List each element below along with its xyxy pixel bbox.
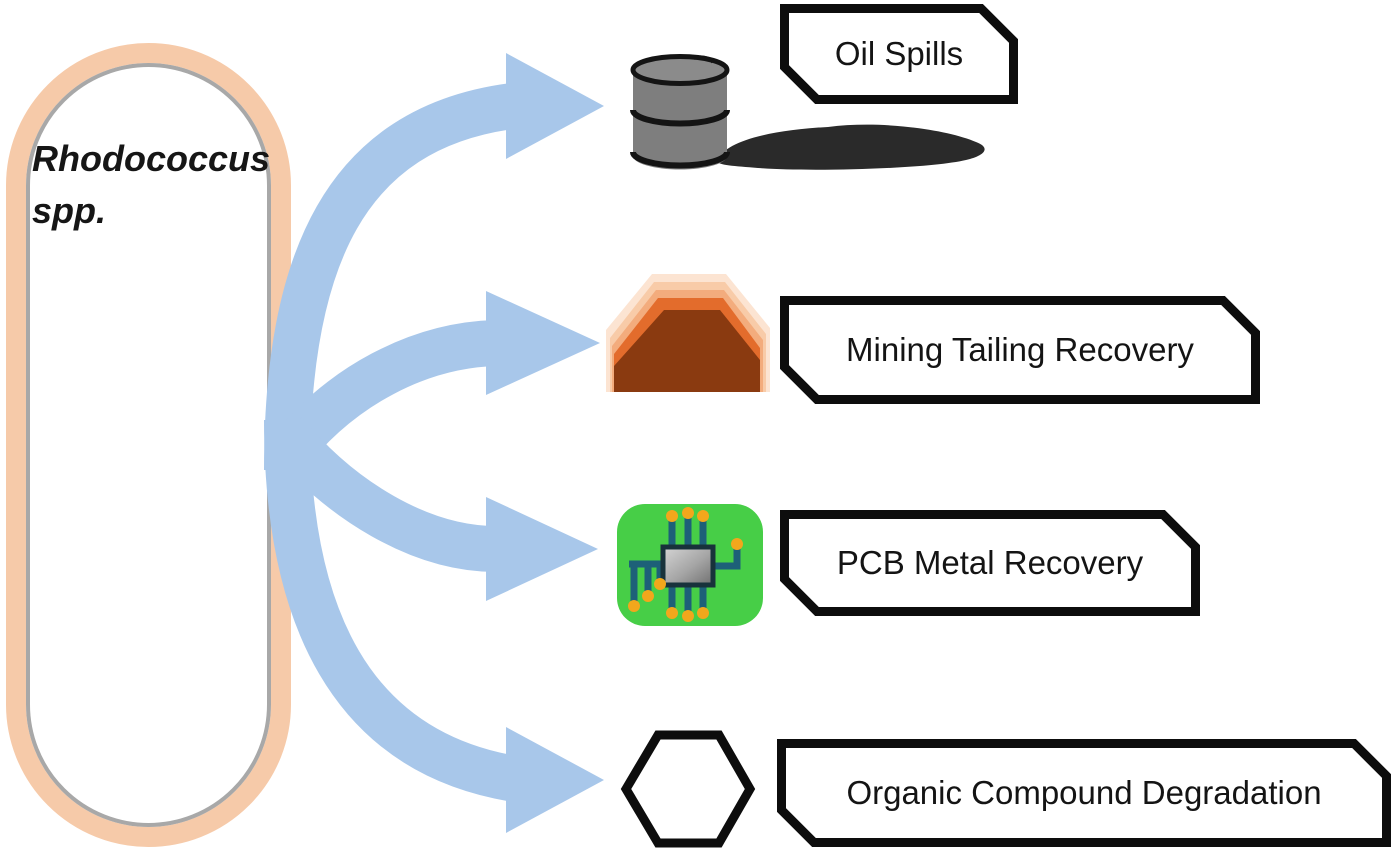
pcb-chip	[660, 544, 716, 588]
pcb-solder-pads	[628, 507, 743, 622]
label-box-outline	[777, 739, 1391, 847]
label-box-pcb-metal-recovery: PCB Metal Recovery	[780, 510, 1200, 616]
barrel-bottom-rim	[630, 151, 730, 169]
barrel-body	[633, 70, 727, 170]
benzene-ring-icon	[620, 730, 756, 848]
arrow-to-mining-tailing-recovery	[265, 291, 600, 473]
oil-barrel-spill-icon	[630, 54, 985, 170]
label-box-outline	[780, 4, 1018, 104]
pcb-circuit-board-icon	[617, 504, 763, 626]
arrow-to-organic-compound-degradation	[264, 419, 604, 833]
barrel-middle-rim	[630, 109, 730, 127]
label-box-organic-compound-degradation: Organic Compound Degradation	[777, 739, 1391, 847]
label-text-mining-tailing-recovery: Mining Tailing Recovery	[846, 331, 1194, 368]
organism-name-label: Rhodococcus spp.	[32, 138, 271, 232]
label-text-oil-spills: Oil Spills	[834, 35, 964, 72]
label-box-outline	[780, 296, 1260, 404]
mound-body	[614, 310, 760, 392]
mining-tailings-mound-icon	[606, 274, 770, 392]
pcb-traces	[629, 515, 741, 614]
arrow-to-oil-spills	[264, 53, 604, 471]
label-text-organic-compound-degradation: Organic Compound Degradation	[846, 774, 1322, 811]
label-box-mining-tailing-recovery: Mining Tailing Recovery	[780, 296, 1260, 404]
label-text-pcb-metal-recovery: PCB Metal Recovery	[836, 544, 1144, 581]
barrel-spout-mark	[693, 55, 715, 64]
label-box-outline	[780, 510, 1200, 616]
label-box-oil-spills: Oil Spills	[780, 4, 1018, 104]
oil-puddle	[717, 124, 985, 170]
arrow-to-pcb-metal-recovery	[266, 417, 598, 601]
barrel-lid	[630, 54, 730, 86]
